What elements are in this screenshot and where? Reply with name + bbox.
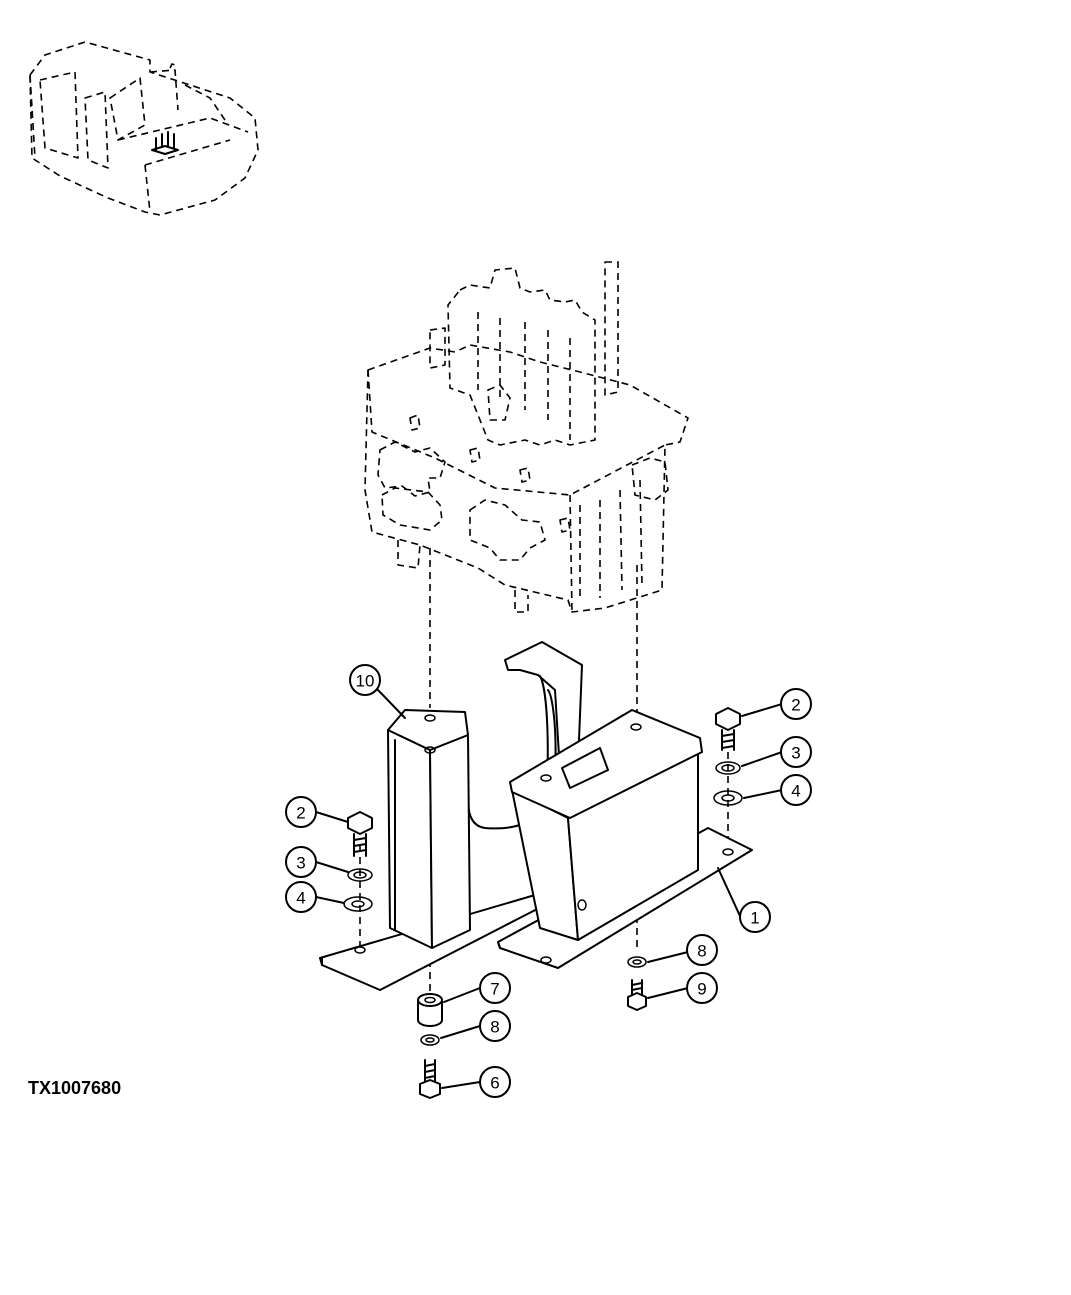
svg-text:6: 6	[490, 1074, 499, 1093]
svg-text:8: 8	[490, 1018, 499, 1037]
hardware-right	[713, 707, 743, 806]
figure-id-label: TX1007680	[28, 1078, 122, 1098]
callout-4-left: 4	[285, 881, 317, 913]
svg-text:2: 2	[296, 804, 305, 823]
callout-10: 10	[349, 664, 381, 696]
hardware-bottom	[417, 956, 647, 1099]
svg-text:8: 8	[697, 942, 706, 961]
callout-3-right: 3	[780, 736, 812, 768]
callout-9: 9	[686, 972, 718, 1004]
svg-text:10: 10	[356, 672, 375, 691]
leader-lines	[315, 689, 783, 1089]
callout-8-left: 8	[479, 1010, 511, 1042]
mounting-bracket	[319, 641, 753, 991]
excavator-locator-view	[29, 41, 259, 216]
svg-text:7: 7	[490, 980, 499, 999]
callout-2-left: 2	[285, 796, 317, 828]
svg-text:3: 3	[296, 854, 305, 873]
callout-2-right: 2	[780, 688, 812, 720]
svg-text:1: 1	[750, 909, 759, 928]
svg-text:4: 4	[791, 782, 800, 801]
callout-8-right: 8	[686, 934, 718, 966]
svg-text:4: 4	[296, 889, 305, 908]
callout-3-left: 3	[285, 846, 317, 878]
callout-6: 6	[479, 1066, 511, 1098]
hardware-left	[343, 811, 373, 912]
svg-text:9: 9	[697, 980, 706, 999]
control-valve	[364, 261, 689, 613]
svg-text:2: 2	[791, 696, 800, 715]
callout-4-right: 4	[780, 774, 812, 806]
svg-text:3: 3	[791, 744, 800, 763]
callout-1: 1	[739, 901, 771, 933]
callout-7: 7	[479, 972, 511, 1004]
